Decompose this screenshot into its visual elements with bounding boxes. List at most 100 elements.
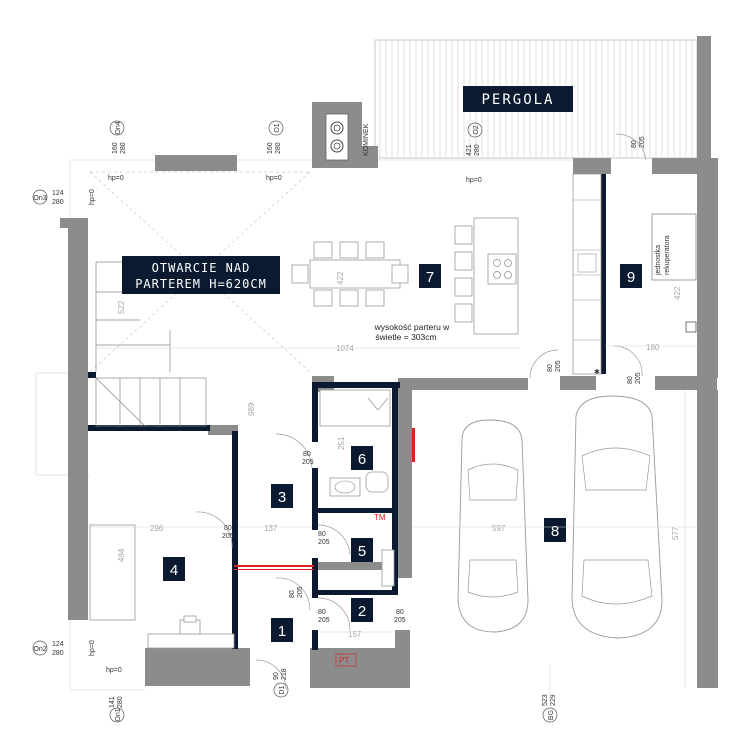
svg-text:6: 6 bbox=[358, 451, 366, 468]
opening-banner: OTWARCIE NAD PARTEREM H=620CM bbox=[122, 256, 280, 294]
svg-text:hp=0: hp=0 bbox=[466, 177, 482, 184]
car-right bbox=[571, 395, 663, 639]
window-on1: On1 141 280 hp=0 bbox=[106, 667, 125, 723]
svg-text:5: 5 bbox=[358, 543, 366, 560]
car-left bbox=[457, 419, 529, 633]
svg-text:80: 80 bbox=[289, 590, 296, 598]
room-3-badge: 3 bbox=[271, 484, 293, 508]
svg-text:989: 989 bbox=[247, 402, 256, 416]
door-arcs bbox=[195, 133, 647, 691]
walls bbox=[60, 102, 718, 688]
svg-text:8: 8 bbox=[551, 523, 559, 540]
window-on3: On3 124 280 hp=0 bbox=[32, 189, 96, 206]
svg-text:On1: On1 bbox=[115, 708, 122, 721]
svg-text:On4: On4 bbox=[115, 121, 122, 134]
svg-text:280: 280 bbox=[275, 142, 282, 154]
svg-text:1074: 1074 bbox=[336, 344, 354, 353]
svg-text:280: 280 bbox=[52, 650, 64, 657]
svg-text:hp=0: hp=0 bbox=[266, 175, 282, 182]
room-2-badge: 2 bbox=[351, 598, 373, 622]
recuperator-label-2: rekuperatora bbox=[664, 235, 671, 275]
svg-text:On2: On2 bbox=[33, 646, 46, 653]
svg-text:205: 205 bbox=[302, 459, 314, 466]
svg-text:296: 296 bbox=[150, 524, 164, 533]
height-note-2: świetle = 303cm bbox=[375, 332, 436, 342]
svg-text:7: 7 bbox=[426, 269, 434, 286]
svg-text:137: 137 bbox=[264, 524, 278, 533]
window-on2: On2 124 280 hp=0 bbox=[32, 640, 96, 657]
interior-walls bbox=[88, 174, 606, 650]
svg-text:421: 421 bbox=[466, 144, 473, 156]
svg-text:hp=0: hp=0 bbox=[108, 175, 124, 182]
pergola-label: PERGOLA bbox=[463, 86, 573, 112]
kitchen-island bbox=[454, 217, 519, 335]
dimension-lines bbox=[88, 345, 697, 700]
svg-text:157: 157 bbox=[348, 630, 362, 639]
dining-table bbox=[291, 241, 409, 307]
svg-text:D1: D1 bbox=[279, 685, 286, 694]
svg-text:160: 160 bbox=[112, 142, 119, 154]
svg-text:141: 141 bbox=[109, 696, 116, 708]
svg-text:On3: On3 bbox=[33, 195, 46, 202]
svg-text:BG: BG bbox=[548, 710, 555, 720]
office-furniture bbox=[89, 524, 235, 649]
door-d1: D1 90 218 bbox=[273, 668, 289, 698]
svg-text:422: 422 bbox=[673, 286, 682, 300]
svg-text:180: 180 bbox=[646, 343, 660, 352]
svg-text:577: 577 bbox=[671, 526, 680, 540]
utility-fixtures bbox=[381, 549, 395, 587]
room-4-badge: 4 bbox=[163, 557, 185, 581]
room-9-badge: 9 bbox=[620, 264, 642, 288]
svg-text:✱: ✱ bbox=[594, 368, 600, 376]
svg-text:124: 124 bbox=[52, 641, 64, 648]
svg-text:90: 90 bbox=[273, 672, 280, 680]
svg-text:205: 205 bbox=[318, 539, 330, 546]
pergola-text: PERGOLA bbox=[481, 92, 554, 108]
window-o2: O2 421 280 hp=0 bbox=[466, 122, 483, 184]
svg-text:205: 205 bbox=[555, 360, 562, 372]
svg-text:80: 80 bbox=[318, 609, 326, 616]
svg-text:218: 218 bbox=[281, 668, 288, 680]
svg-text:229: 229 bbox=[550, 694, 557, 706]
svg-text:280: 280 bbox=[117, 696, 124, 708]
svg-text:522: 522 bbox=[117, 300, 126, 314]
window-on4: On4 160 280 hp=0 bbox=[108, 120, 127, 182]
window-o1: O1 160 280 hp=0 bbox=[266, 120, 284, 182]
svg-text:2: 2 bbox=[358, 603, 366, 620]
tm-label: TM bbox=[374, 513, 386, 522]
svg-text:280: 280 bbox=[474, 144, 481, 156]
svg-text:205: 205 bbox=[635, 372, 642, 384]
room-5-badge: 5 bbox=[351, 538, 373, 562]
svg-text:280: 280 bbox=[120, 142, 127, 154]
svg-text:O1: O1 bbox=[274, 123, 281, 132]
svg-text:80: 80 bbox=[627, 376, 634, 384]
room-7-badge: 7 bbox=[419, 264, 441, 288]
svg-text:hp=0: hp=0 bbox=[106, 667, 122, 674]
svg-text:80: 80 bbox=[303, 451, 311, 458]
svg-text:80: 80 bbox=[547, 364, 554, 372]
svg-text:597: 597 bbox=[492, 524, 506, 533]
room-1-badge: 1 bbox=[271, 618, 293, 642]
svg-text:80: 80 bbox=[396, 609, 404, 616]
svg-text:422: 422 bbox=[336, 271, 345, 285]
dimension-labels: 1074 422 522 989 296 494 137 251 157 597… bbox=[117, 271, 682, 639]
gate-bg: BG 523 229 bbox=[542, 694, 558, 723]
svg-text:hp=0: hp=0 bbox=[89, 189, 96, 205]
kitchen-units: ✱ bbox=[572, 173, 602, 376]
svg-text:280: 280 bbox=[52, 199, 64, 206]
recuperator-label-1: jednostka bbox=[655, 245, 662, 276]
room-6-badge: 6 bbox=[351, 446, 373, 470]
bathroom-fixtures bbox=[234, 389, 415, 570]
svg-text:80: 80 bbox=[318, 531, 326, 538]
svg-text:9: 9 bbox=[627, 269, 635, 286]
svg-text:4: 4 bbox=[170, 562, 178, 579]
kominek-label: KOMINEK bbox=[363, 123, 370, 156]
svg-text:205: 205 bbox=[318, 617, 330, 624]
recuperator: jednostka rekuperatora bbox=[651, 213, 697, 333]
height-note-1: wysokość parteru w bbox=[374, 322, 450, 332]
opening-void bbox=[89, 171, 311, 373]
svg-text:205: 205 bbox=[639, 136, 646, 148]
svg-text:3: 3 bbox=[278, 489, 286, 506]
svg-text:205: 205 bbox=[222, 533, 234, 540]
